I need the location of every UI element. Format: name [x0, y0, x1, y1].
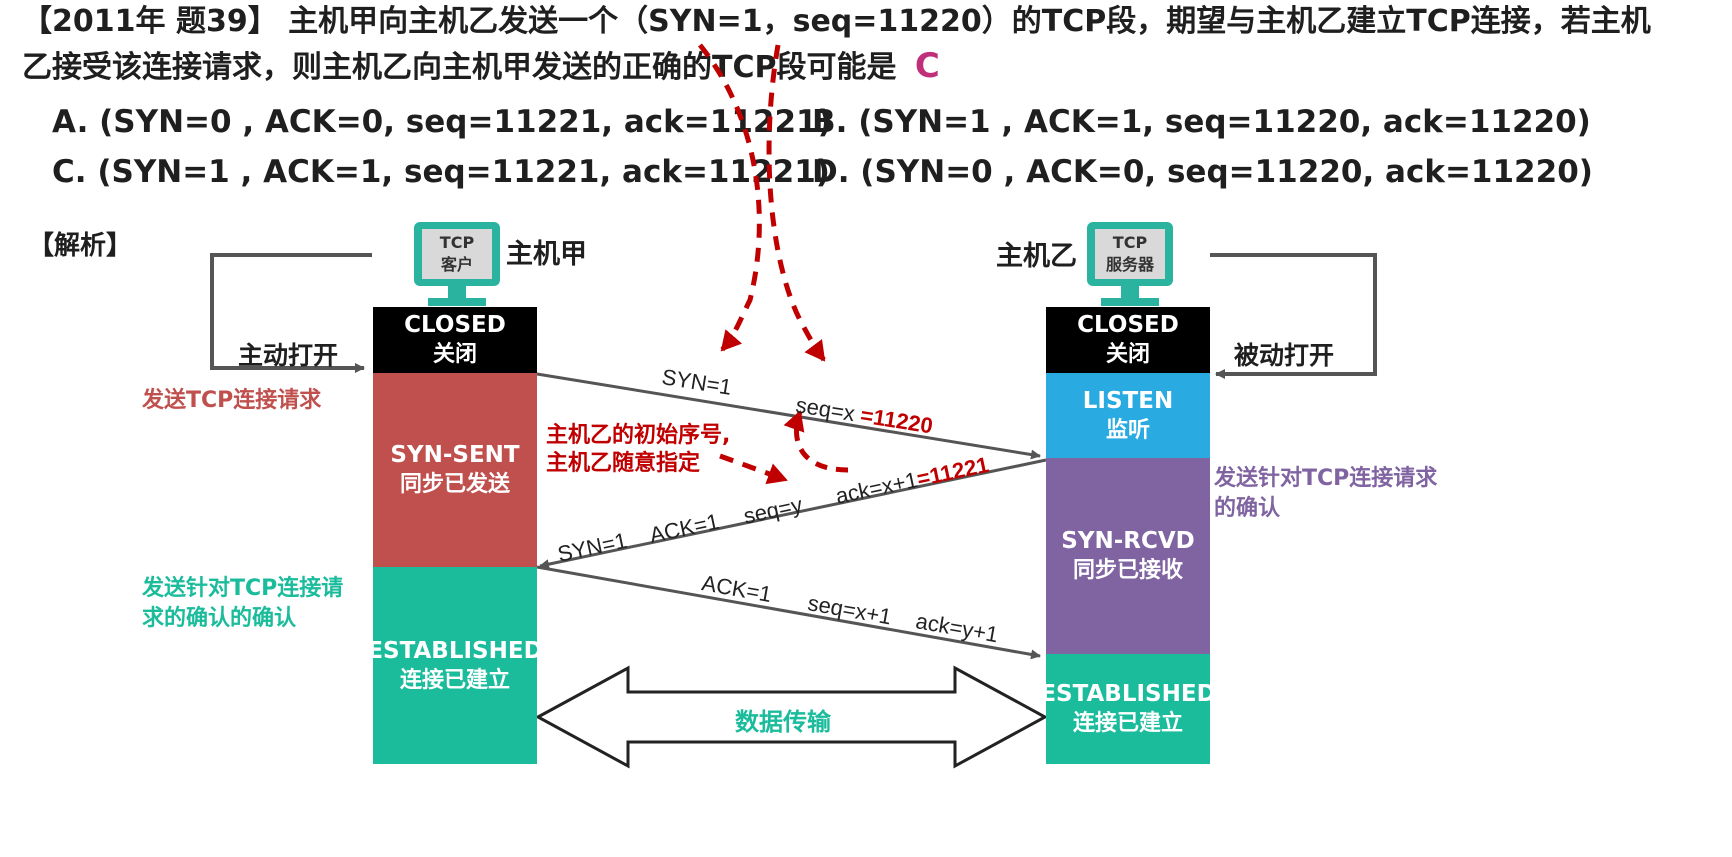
annotation-line-2: 主机乙随意指定 — [546, 451, 701, 476]
state-zh: 关闭 — [1105, 342, 1150, 367]
question-tag: 【2011年 题39】 — [22, 4, 278, 39]
state-zh: 关闭 — [432, 342, 477, 367]
dashed-arrow-initial-seq — [719, 453, 788, 485]
question-line-1: 【2011年 题39】 主机甲向主机乙发送一个（SYN=1，seq=11220）… — [22, 0, 1651, 44]
server-send-ack-label-2: 的确认 — [1214, 496, 1281, 521]
state-zh: 同步已发送 — [399, 472, 510, 497]
option-a: A. (SYN=0 , ACK=0, seq=11221, ack=11221) — [52, 104, 832, 140]
client-name: 主机甲 — [506, 239, 587, 270]
analysis-label: 【解析】 — [28, 231, 133, 261]
state-en: SYN-SENT — [390, 442, 520, 468]
server-name: 主机乙 — [996, 241, 1077, 272]
data-transfer-label: 数据传输 — [735, 708, 831, 736]
option-b: B. (SYN=1 , ACK=1, seq=11220, ack=11220) — [812, 104, 1591, 140]
server-open-arrow — [1210, 253, 1377, 379]
question-line-2: 乙接受该连接请求，则主机乙向主机甲发送的正确的TCP段可能是 C — [22, 44, 940, 90]
state-en: CLOSED — [404, 312, 506, 338]
dashed-arrow-syn — [698, 43, 762, 352]
server-screen-line1: TCP — [1112, 233, 1148, 252]
data-transfer-arrow — [534, 665, 1049, 769]
server-computer-icon: TCP 服务器 — [1087, 222, 1173, 306]
state-zh: 监听 — [1105, 417, 1150, 443]
client-send-request-label: 发送TCP连接请求 — [142, 388, 322, 413]
option-c: C. (SYN=1 , ACK=1, seq=11221, ack=11221) — [52, 154, 830, 190]
option-d: D. (SYN=0 , ACK=0, seq=11220, ack=11220) — [812, 154, 1593, 190]
client-active-open-label: 主动打开 — [238, 341, 339, 370]
ack-arrow — [536, 565, 1041, 660]
client-screen-line2: 客户 — [440, 255, 473, 274]
syn-ack-arrow — [539, 458, 1047, 570]
state-en: ESTABLISHED — [1040, 681, 1216, 707]
server-state-closed: CLOSED 关闭 — [1046, 307, 1210, 373]
client-computer-icon: TCP 客户 — [414, 222, 500, 306]
state-zh: 连接已建立 — [399, 667, 510, 693]
client-state-syn-sent: SYN-SENT 同步已发送 — [373, 373, 537, 567]
server-state-listen: LISTEN 监听 — [1046, 373, 1210, 458]
state-zh: 连接已建立 — [1072, 711, 1183, 736]
server-screen-line2: 服务器 — [1105, 255, 1154, 274]
state-zh: 同步已接收 — [1072, 558, 1183, 583]
client-screen-line1: TCP — [439, 233, 475, 252]
dashed-arrow-ack — [783, 410, 849, 473]
server-state-established: ESTABLISHED 连接已建立 — [1040, 654, 1216, 764]
state-en: CLOSED — [1077, 312, 1179, 338]
client-send-ack-label-2: 求的确认的确认 — [142, 606, 297, 631]
client-open-arrow — [210, 253, 372, 373]
state-en: ESTABLISHED — [367, 637, 543, 664]
state-en: SYN-RCVD — [1061, 528, 1195, 554]
question-text-1: 主机甲向主机乙发送一个（SYN=1，seq=11220）的TCP段，期望与主机乙… — [288, 4, 1651, 39]
question-text-2: 乙接受该连接请求，则主机乙向主机甲发送的正确的TCP段可能是 — [22, 50, 897, 85]
annotation-line-1: 主机乙的初始序号, — [546, 423, 731, 448]
state-en: LISTEN — [1082, 387, 1174, 414]
answer-mark: C — [914, 46, 940, 86]
client-state-closed: CLOSED 关闭 — [373, 307, 537, 373]
client-state-established: ESTABLISHED 连接已建立 — [367, 567, 543, 764]
server-passive-open-label: 被动打开 — [1234, 341, 1335, 370]
dashed-arrow-seq — [766, 44, 827, 362]
server-send-ack-label-1: 发送针对TCP连接请求 — [1214, 466, 1438, 491]
server-state-syn-rcvd: SYN-RCVD 同步已接收 — [1046, 458, 1210, 654]
client-send-ack-label-1: 发送针对TCP连接请 — [142, 576, 344, 601]
